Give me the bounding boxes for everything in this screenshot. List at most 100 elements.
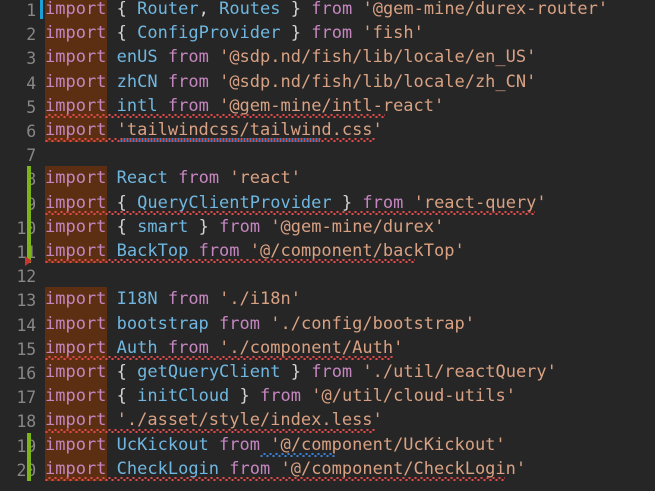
token-punc	[240, 241, 250, 261]
token-punc	[301, 386, 311, 406]
token-punc	[352, 362, 362, 382]
code-line[interactable]: import { ConfigProvider } from 'fish'	[45, 21, 424, 46]
token-punc: {	[116, 0, 127, 19]
token-punc	[352, 0, 362, 19]
token-punc	[209, 96, 219, 116]
token-id: QueryClientProvider	[137, 192, 332, 213]
token-punc	[280, 23, 290, 43]
token-punc	[301, 362, 311, 382]
diff-added-marker[interactable]	[27, 432, 31, 457]
code-line[interactable]: import { getQueryClient } from './util/r…	[45, 360, 557, 385]
line-number: 4	[26, 73, 36, 93]
token-kw: from	[260, 386, 301, 407]
code-line[interactable]: import zhCN from '@sdp.nd/fish/lib/local…	[45, 69, 536, 94]
token-punc	[106, 241, 116, 261]
token-str: './component/Auth'	[219, 337, 404, 358]
line-number: 6	[26, 122, 36, 141]
token-punc: }	[290, 362, 301, 382]
diff-added-marker[interactable]	[27, 190, 31, 215]
token-punc	[158, 338, 168, 358]
token-punc	[106, 0, 116, 19]
code-text: import BackTop from '@/component/backTop…	[45, 241, 465, 261]
code-text: import enUS from '@sdp.nd/fish/lib/local…	[45, 47, 536, 67]
code-text: import { QueryClientProvider } from 'rea…	[45, 193, 547, 213]
token-punc	[106, 410, 116, 430]
code-line[interactable]: import { smart } from '@gem-mine/durex'	[45, 214, 444, 239]
diff-added-marker[interactable]	[27, 214, 31, 239]
token-punc	[106, 435, 116, 455]
code-line[interactable]: import BackTop from '@/component/backTop…	[45, 239, 465, 264]
token-punc: }	[198, 216, 209, 237]
token-kw: import	[45, 337, 107, 358]
code-line[interactable]: import I18N from './i18n'	[45, 287, 301, 312]
token-str: './util/reactQuery'	[362, 362, 557, 382]
token-punc	[280, 362, 290, 382]
diff-added-marker[interactable]	[27, 456, 31, 481]
code-line[interactable]: import './asset/style/index.less'	[45, 408, 383, 433]
token-kw: import	[45, 47, 107, 68]
token-punc	[106, 120, 116, 140]
token-punc	[127, 386, 137, 406]
code-text: import bootstrap from './config/bootstra…	[45, 314, 475, 334]
code-text: import { Router, Routes } from '@gem-min…	[45, 0, 608, 19]
diff-added-marker[interactable]	[27, 239, 31, 264]
diff-added-marker[interactable]	[27, 166, 31, 191]
token-kw: import	[45, 71, 107, 92]
token-kw: import	[45, 192, 107, 213]
token-punc: {	[116, 23, 127, 44]
search-match-highlight	[45, 214, 107, 239]
token-id: intl	[116, 95, 158, 116]
token-kw: import	[45, 241, 107, 261]
token-punc	[281, 0, 291, 19]
token-str: '@sdp.nd/fish/lib/locale/en_US'	[219, 47, 537, 68]
token-punc	[127, 193, 137, 213]
token-kw: from	[167, 47, 209, 68]
search-match-highlight	[45, 287, 107, 312]
token-str: '@gem-mine/durex-router'	[362, 0, 609, 19]
code-line[interactable]: import CheckLogin from '@/component/Chec…	[45, 456, 526, 481]
token-punc	[270, 459, 280, 479]
token-punc	[209, 314, 219, 334]
token-str: '@gem-mine/intl-react'	[219, 95, 445, 116]
line-number: 12	[16, 267, 37, 287]
token-punc	[352, 193, 362, 213]
code-line[interactable]: import { Router, Routes } from '@gem-min…	[45, 0, 608, 22]
token-punc	[219, 168, 229, 188]
search-match-highlight	[45, 335, 107, 360]
token-id: zhCN	[116, 71, 158, 92]
token-kw: import	[45, 386, 107, 407]
token-punc	[127, 0, 137, 19]
line-number: 14	[16, 315, 37, 335]
token-id: smart	[137, 216, 189, 237]
search-match-highlight	[45, 311, 107, 336]
code-line[interactable]: import React from 'react'	[45, 166, 301, 191]
code-line[interactable]: import { QueryClientProvider } from 'rea…	[45, 190, 547, 215]
code-line[interactable]: import enUS from '@sdp.nd/fish/lib/local…	[45, 45, 536, 70]
text-caret	[40, 0, 43, 20]
token-str: './i18n'	[219, 289, 301, 310]
token-kw: from	[219, 216, 261, 237]
token-kw: from	[219, 313, 260, 334]
code-text: import I18N from './i18n'	[45, 289, 301, 309]
token-punc	[106, 386, 116, 406]
code-line[interactable]: import intl from '@gem-mine/intl-react'	[45, 93, 444, 118]
token-punc	[168, 168, 178, 188]
fold-marker-icon[interactable]	[25, 256, 32, 267]
line-number: 8	[26, 170, 36, 190]
search-match-highlight	[45, 118, 107, 143]
token-kw: from	[167, 71, 209, 92]
code-text: import 'tailwindcss/tailwind.css'	[45, 120, 383, 140]
search-match-highlight	[45, 0, 107, 22]
code-line[interactable]: import Auth from './component/Auth'	[45, 335, 404, 360]
editor-gutter[interactable]: 1234567891011121314151617181920	[0, 0, 45, 491]
code-line[interactable]: import 'tailwindcss/tailwind.css'	[45, 118, 383, 143]
line-number: 18	[16, 412, 37, 432]
token-punc	[106, 217, 116, 237]
code-line[interactable]: import { initCloud } from '@/util/cloud-…	[45, 384, 516, 409]
code-line[interactable]: import UcKickout from '@/component/UcKic…	[45, 432, 506, 457]
token-kw: import	[45, 23, 107, 44]
code-line[interactable]: import bootstrap from './config/bootstra…	[45, 311, 475, 336]
code-text: import intl from '@gem-mine/intl-react'	[45, 96, 444, 116]
editor-code-area[interactable]: import { Router, Routes } from '@gem-min…	[45, 0, 655, 491]
